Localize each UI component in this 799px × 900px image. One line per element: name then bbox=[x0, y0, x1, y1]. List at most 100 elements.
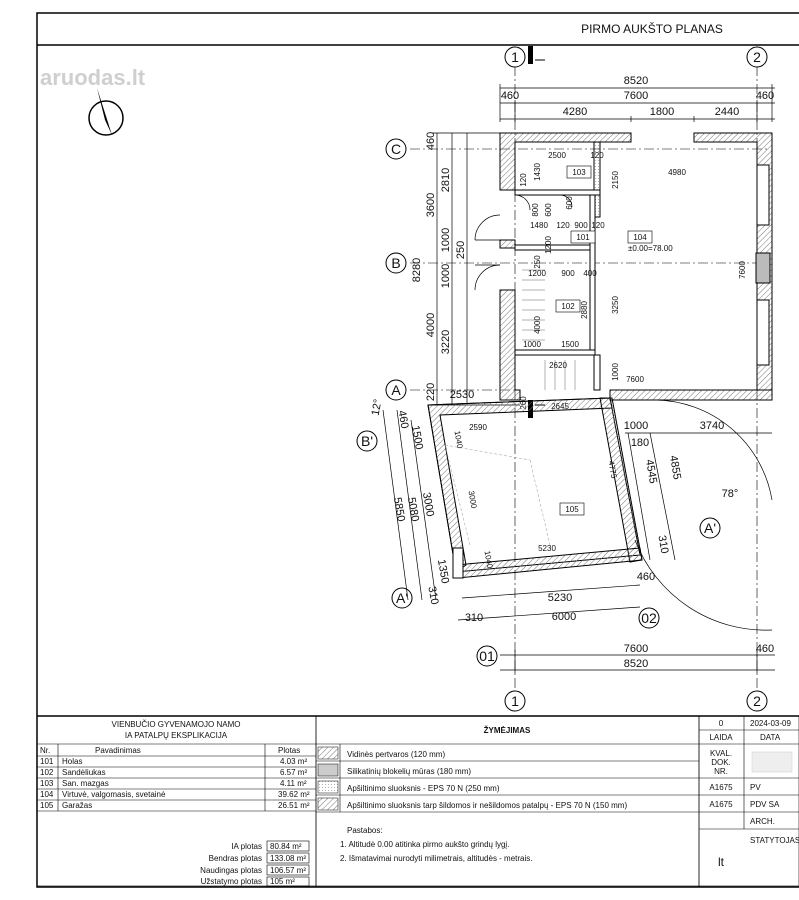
svg-text:3000: 3000 bbox=[466, 490, 478, 510]
svg-text:1000: 1000 bbox=[611, 363, 620, 381]
signature-stamp bbox=[751, 751, 793, 773]
svg-text:±0.00=78.00: ±0.00=78.00 bbox=[628, 244, 673, 253]
grid-label-2-top: 2 bbox=[746, 46, 768, 68]
note-line: 2. Išmatavimai nurodyti milimetrais, alt… bbox=[340, 854, 533, 863]
role-pv: PV bbox=[750, 783, 761, 792]
dim-b-6000: 6000 bbox=[552, 611, 576, 623]
row-name: Holas bbox=[62, 757, 82, 766]
dim-left-3600: 3600 bbox=[425, 193, 437, 217]
grid-label-2-bottom: 2 bbox=[746, 690, 768, 712]
svg-text:2620: 2620 bbox=[549, 361, 567, 370]
dim-r-3740: 3740 bbox=[700, 420, 724, 432]
total-value: 106.57 m² bbox=[270, 866, 306, 875]
dim-left-460: 460 bbox=[425, 132, 437, 150]
statytojas-label: STATYTOJAS I bbox=[750, 836, 799, 845]
dim-l-1500: 1500 bbox=[409, 424, 425, 450]
svg-text:102: 102 bbox=[561, 302, 575, 311]
symbol-partition bbox=[317, 746, 339, 760]
svg-text:01: 01 bbox=[479, 648, 495, 664]
dim-left-1000a: 1000 bbox=[440, 228, 452, 252]
dim-l-460: 460 bbox=[395, 409, 410, 429]
row-area: 26.51 m² bbox=[278, 801, 310, 810]
svg-text:900: 900 bbox=[561, 269, 575, 278]
svg-text:1: 1 bbox=[511, 693, 519, 709]
role-arch: ARCH. bbox=[750, 817, 775, 826]
note-line: 1. Altitudė 0.00 atitinka pirmo aukšto g… bbox=[340, 840, 509, 849]
section-marker-top bbox=[528, 46, 545, 64]
grid-label-a: A bbox=[385, 379, 407, 401]
svg-text:250: 250 bbox=[533, 255, 542, 269]
drawing-frame bbox=[36, 12, 799, 888]
grid-label-b-prime: B' bbox=[356, 430, 378, 452]
svg-text:2500: 2500 bbox=[548, 151, 566, 160]
laida-label: LAIDA bbox=[709, 733, 733, 742]
dim-r-4855: 4855 bbox=[667, 454, 683, 480]
dim-b-310: 310 bbox=[465, 612, 483, 624]
svg-text:1: 1 bbox=[511, 49, 519, 65]
dim-l-310: 310 bbox=[425, 585, 440, 605]
dim-b-460: 460 bbox=[637, 571, 655, 583]
svg-text:1000: 1000 bbox=[523, 340, 541, 349]
dim-top-total: 8520 bbox=[624, 75, 648, 87]
room-105: 105 bbox=[559, 502, 585, 516]
row-area: 4.03 m² bbox=[280, 757, 307, 766]
svg-text:600: 600 bbox=[544, 203, 553, 217]
svg-text:4775: 4775 bbox=[606, 460, 618, 480]
dim-top-2440: 2440 bbox=[715, 106, 739, 118]
room-104: 104 ±0.00=78.00 bbox=[627, 230, 673, 253]
dim-l-12: 12° bbox=[370, 398, 385, 416]
dim-left-1000b: 1000 bbox=[440, 264, 452, 288]
dim-b-5230: 5230 bbox=[548, 592, 572, 604]
dok-label: DOK. bbox=[711, 758, 731, 767]
laida-date: 2024-03-09 bbox=[750, 719, 791, 728]
dim-r-1000: 1000 bbox=[624, 420, 648, 432]
north-arrow-icon bbox=[88, 88, 124, 136]
svg-text:A': A' bbox=[396, 590, 408, 606]
svg-text:101: 101 bbox=[576, 233, 590, 242]
plan-title: PIRMO AUKŠTO PLANAS bbox=[581, 21, 723, 36]
total-label: Bendras plotas bbox=[209, 854, 262, 863]
grid-label-a-prime-right: A' bbox=[699, 517, 721, 539]
svg-text:1480: 1480 bbox=[530, 221, 548, 230]
lang-code: lt bbox=[718, 855, 725, 869]
row-nr: 102 bbox=[40, 768, 54, 777]
dim-l-5080: 5080 bbox=[405, 496, 421, 522]
total-value: 105 m² bbox=[270, 877, 295, 886]
svg-text:104: 104 bbox=[633, 233, 647, 242]
svg-text:4000: 4000 bbox=[533, 316, 542, 334]
door-swings-upper bbox=[474, 194, 573, 291]
grid-label-c: C bbox=[385, 138, 407, 160]
room-103: 103 bbox=[566, 165, 592, 179]
total-label: Naudingas plotas bbox=[200, 866, 262, 875]
svg-text:900: 900 bbox=[574, 221, 588, 230]
svg-text:1040: 1040 bbox=[482, 550, 494, 570]
inner-dimensions-garage: 2590 1040 3000 4775 5230 1040 bbox=[452, 423, 618, 570]
dim-top-460-right: 460 bbox=[756, 90, 774, 102]
dim-left-8280: 8280 bbox=[411, 258, 423, 282]
total-label: IA plotas bbox=[231, 842, 262, 851]
svg-text:5230: 5230 bbox=[538, 544, 556, 553]
dim-left-250: 250 bbox=[455, 241, 467, 259]
svg-text:120: 120 bbox=[556, 221, 570, 230]
col-name: Pavadinimas bbox=[95, 746, 141, 755]
dim-r-310: 310 bbox=[655, 534, 670, 554]
svg-text:7600: 7600 bbox=[626, 375, 644, 384]
dim-left-220: 220 bbox=[425, 383, 437, 401]
total-label: Užstatymo plotas bbox=[201, 877, 262, 886]
svg-text:1500: 1500 bbox=[561, 340, 579, 349]
role-pdv: PDV SA bbox=[750, 800, 780, 809]
svg-text:120: 120 bbox=[591, 221, 605, 230]
svg-text:1200: 1200 bbox=[528, 269, 546, 278]
row-nr: 104 bbox=[40, 790, 54, 799]
dim-top-460-left: 460 bbox=[501, 90, 519, 102]
garage-door-lines bbox=[444, 444, 551, 546]
dim-top-4280: 4280 bbox=[563, 106, 587, 118]
row-name: Garažas bbox=[62, 801, 92, 810]
svg-text:2: 2 bbox=[753, 693, 761, 709]
stairs bbox=[522, 269, 576, 390]
dim-b-8520: 8520 bbox=[624, 658, 648, 670]
svg-text:02: 02 bbox=[641, 610, 657, 626]
explication-title-line1: VIENBUČIO GYVENAMOJO NAMO bbox=[112, 720, 241, 729]
room-101: 101 bbox=[570, 230, 596, 244]
